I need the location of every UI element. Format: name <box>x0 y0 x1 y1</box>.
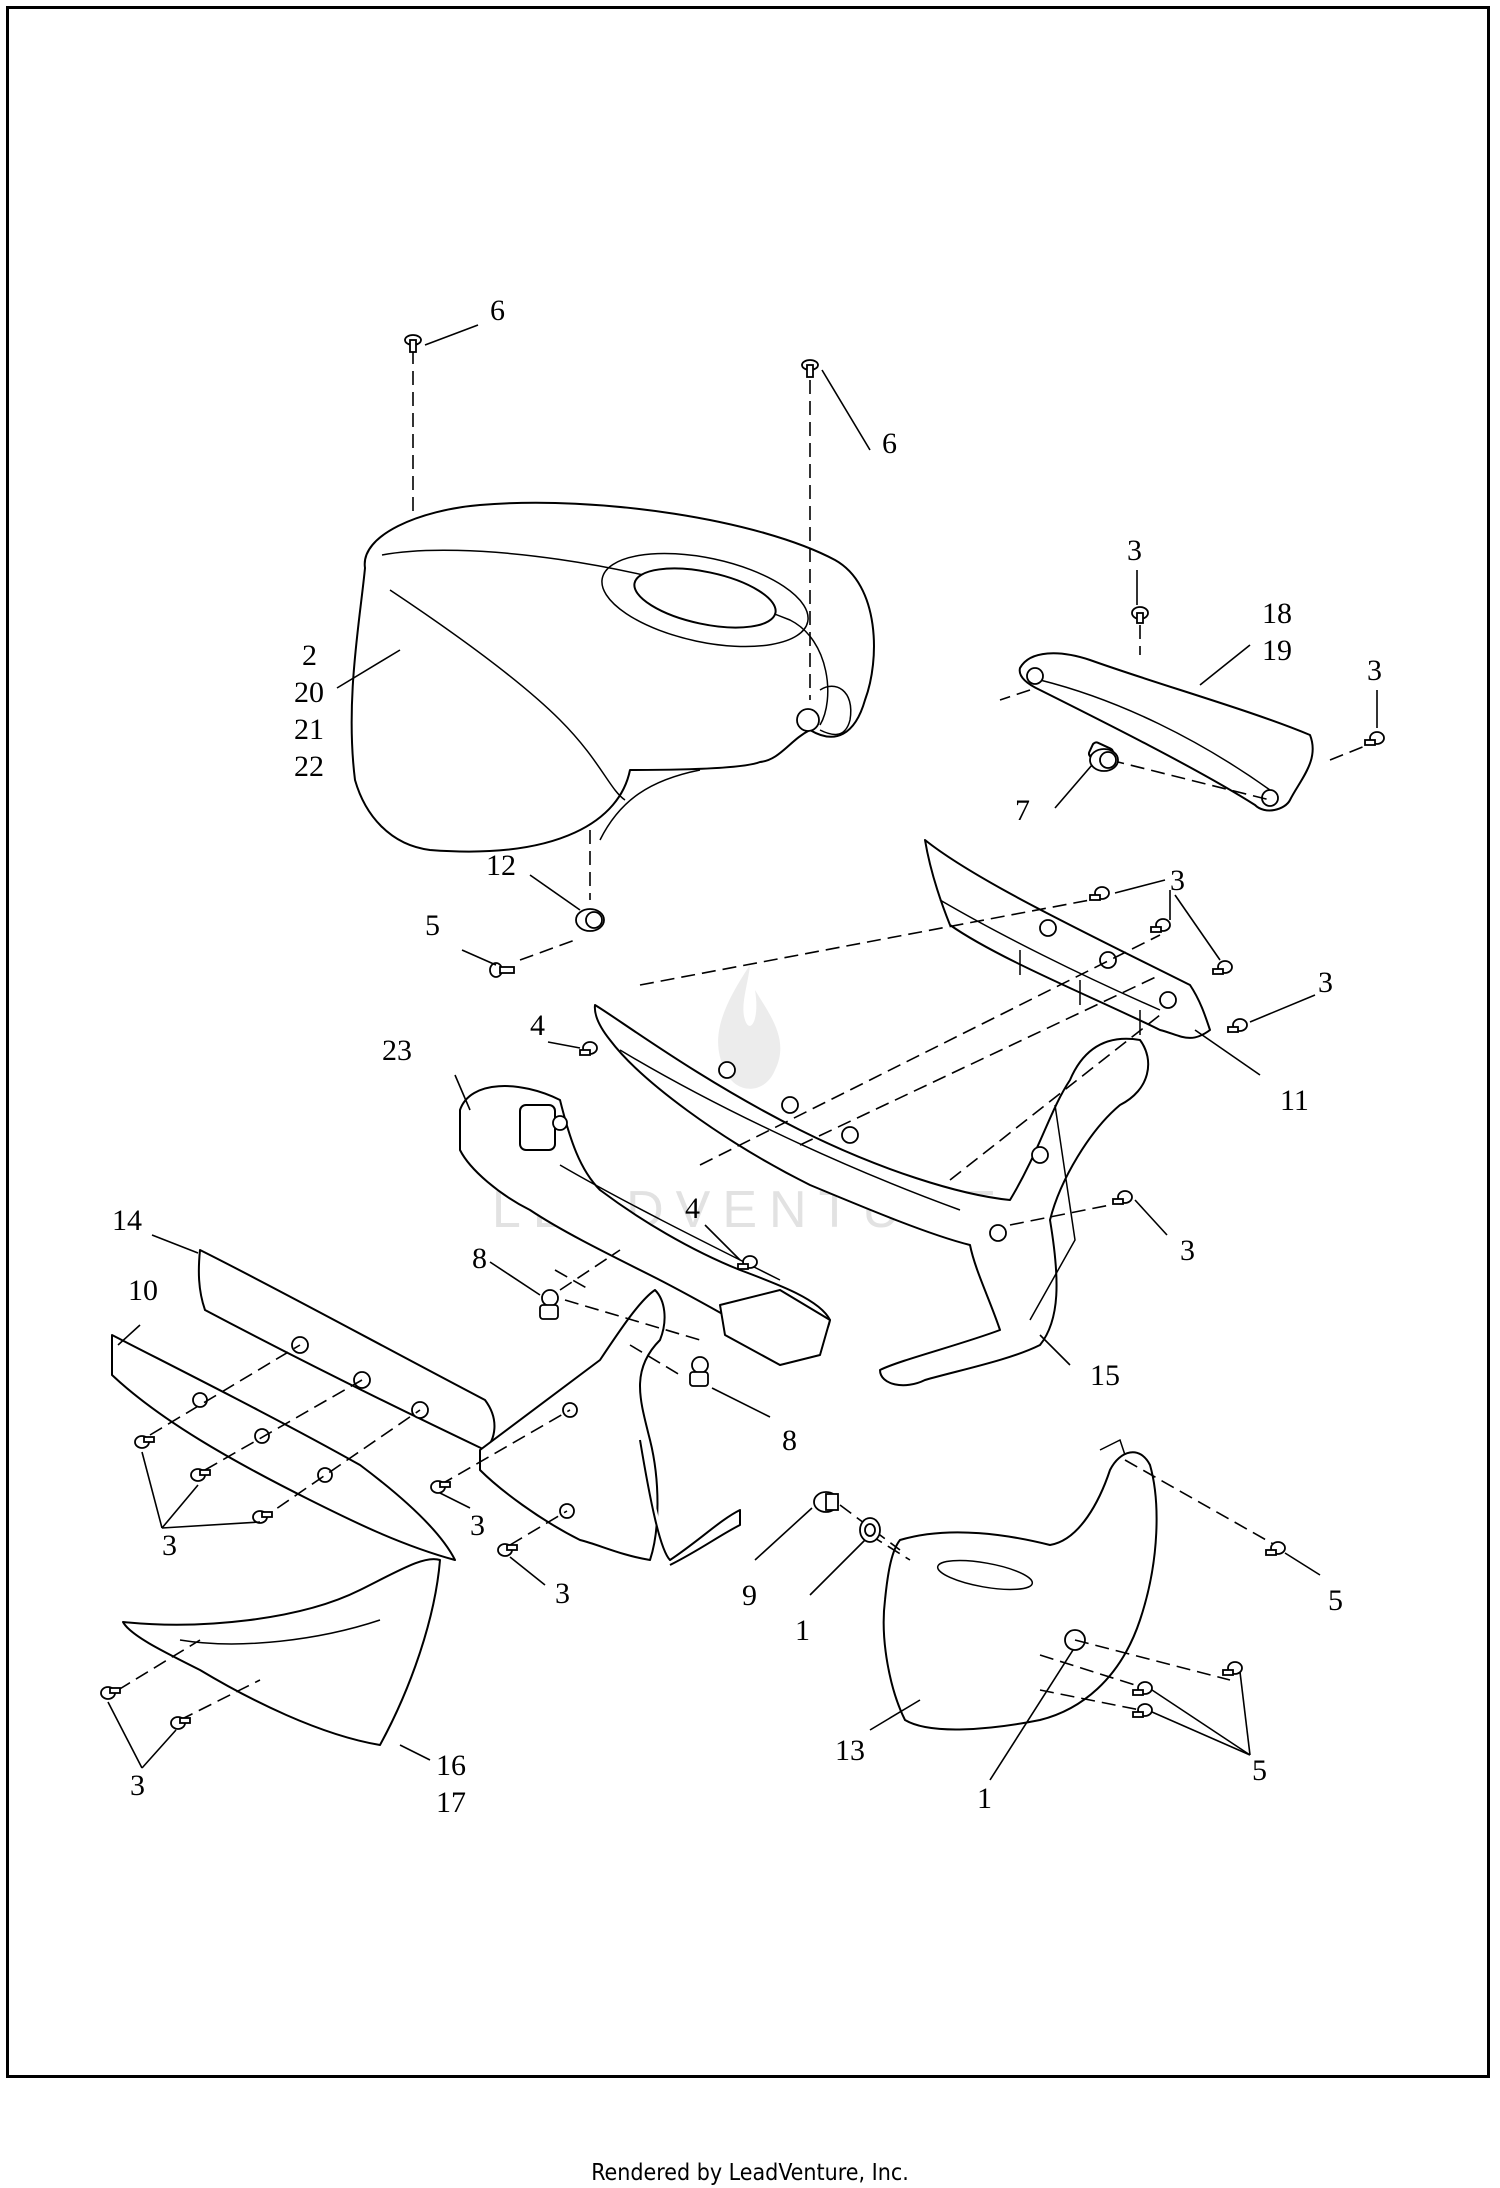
grommet-icon <box>1089 748 1119 772</box>
lower-cover-16-17 <box>122 1558 441 1746</box>
leadventure-flame-logo <box>718 965 781 1089</box>
callout-8-left: 8 <box>472 1242 487 1275</box>
lower-cover-13 <box>882 1438 1158 1731</box>
callout-2: 2 <box>302 639 317 672</box>
callout-18: 18 <box>1262 597 1292 630</box>
callout-5-tank: 5 <box>425 909 440 942</box>
assembly-lines <box>117 350 1381 1721</box>
callout-10: 10 <box>128 1274 158 1307</box>
screw-icon <box>1132 1681 1153 1696</box>
callout-3-cover-left: 3 <box>130 1769 145 1802</box>
callout-8-right: 8 <box>782 1424 797 1457</box>
callout-3-bracket-top: 3 <box>1127 534 1142 567</box>
callout-16: 16 <box>436 1749 466 1782</box>
callout-5-cover-top: 5 <box>1328 1584 1343 1617</box>
footer-credit: Rendered by LeadVenture, Inc. <box>591 2160 909 2186</box>
screw-icon <box>430 1480 451 1494</box>
callout-12: 12 <box>486 849 516 882</box>
callout-3-shield-top: 3 <box>1170 864 1185 897</box>
screw-icon <box>1222 1661 1243 1676</box>
screw-icon <box>579 1041 598 1056</box>
screw-icon <box>489 962 515 978</box>
callout-20: 20 <box>294 676 324 709</box>
callout-3-shield-right: 3 <box>1318 966 1333 999</box>
screw-icon <box>134 1435 155 1449</box>
callout-21: 21 <box>294 713 324 746</box>
diagram-frame <box>6 6 1490 2078</box>
callout-3-frame: 3 <box>1180 1234 1195 1267</box>
grommet-icon <box>575 908 605 932</box>
screw-icon <box>737 1255 758 1270</box>
callout-3-bracket-right: 3 <box>1367 654 1382 687</box>
screw-icon <box>1112 1190 1133 1205</box>
screw-icon <box>1227 1018 1248 1033</box>
screw-icon <box>497 1543 518 1557</box>
screw-icon <box>1212 960 1233 975</box>
screw-icon <box>1089 886 1110 901</box>
callout-1-lower: 1 <box>977 1782 992 1815</box>
callout-6-left: 6 <box>490 294 505 327</box>
lower-shield-10 <box>111 1334 456 1561</box>
callout-9: 9 <box>742 1579 757 1612</box>
screw-icon <box>1364 731 1385 746</box>
clip-icon <box>689 1356 709 1387</box>
callout-11: 11 <box>1280 1084 1309 1117</box>
clip-icon <box>539 1289 559 1320</box>
screw-icon <box>1265 1541 1286 1556</box>
callout-4-upper: 4 <box>530 1009 545 1042</box>
callout-15: 15 <box>1090 1359 1120 1392</box>
screw-icon <box>1131 606 1149 624</box>
callout-1-upper: 1 <box>795 1614 810 1647</box>
heat-shield-right <box>924 839 1211 1039</box>
callout-4-lower: 4 <box>685 1192 700 1225</box>
screw-icon <box>252 1510 273 1524</box>
grommet-icon <box>859 1517 881 1543</box>
screw-icon <box>100 1686 121 1700</box>
upper-right-bracket <box>1018 652 1314 812</box>
callout-23: 23 <box>382 1034 412 1067</box>
callout-7: 7 <box>1015 794 1030 827</box>
lower-left-bracket <box>479 1289 741 1566</box>
callouts: 6 6 3 18 19 3 2 20 21 22 7 12 5 3 3 4 23… <box>112 294 1382 1819</box>
callout-13: 13 <box>835 1734 865 1767</box>
callout-17: 17 <box>436 1786 466 1819</box>
callout-6-right: 6 <box>882 427 897 460</box>
screw-icon <box>1132 1703 1153 1718</box>
screw-icon <box>404 334 422 353</box>
fuel-tank-console <box>350 501 875 853</box>
callout-14: 14 <box>112 1204 142 1237</box>
callout-5-cover-bottom: 5 <box>1252 1754 1267 1787</box>
frame-cover-center <box>593 1004 1150 1387</box>
screw-icon <box>801 359 819 378</box>
screw-icon <box>1150 918 1171 933</box>
callout-22: 22 <box>294 750 324 783</box>
callout-19: 19 <box>1262 634 1292 667</box>
rivet-icon <box>813 1491 839 1513</box>
fasteners <box>100 334 1385 1730</box>
leader-lines <box>107 324 1378 1781</box>
callout-3-lower-left: 3 <box>162 1529 177 1562</box>
callout-3-lower-mid: 3 <box>470 1509 485 1542</box>
screw-icon <box>190 1468 211 1482</box>
screw-icon <box>170 1716 191 1730</box>
callout-3-lower-bottom: 3 <box>555 1577 570 1610</box>
